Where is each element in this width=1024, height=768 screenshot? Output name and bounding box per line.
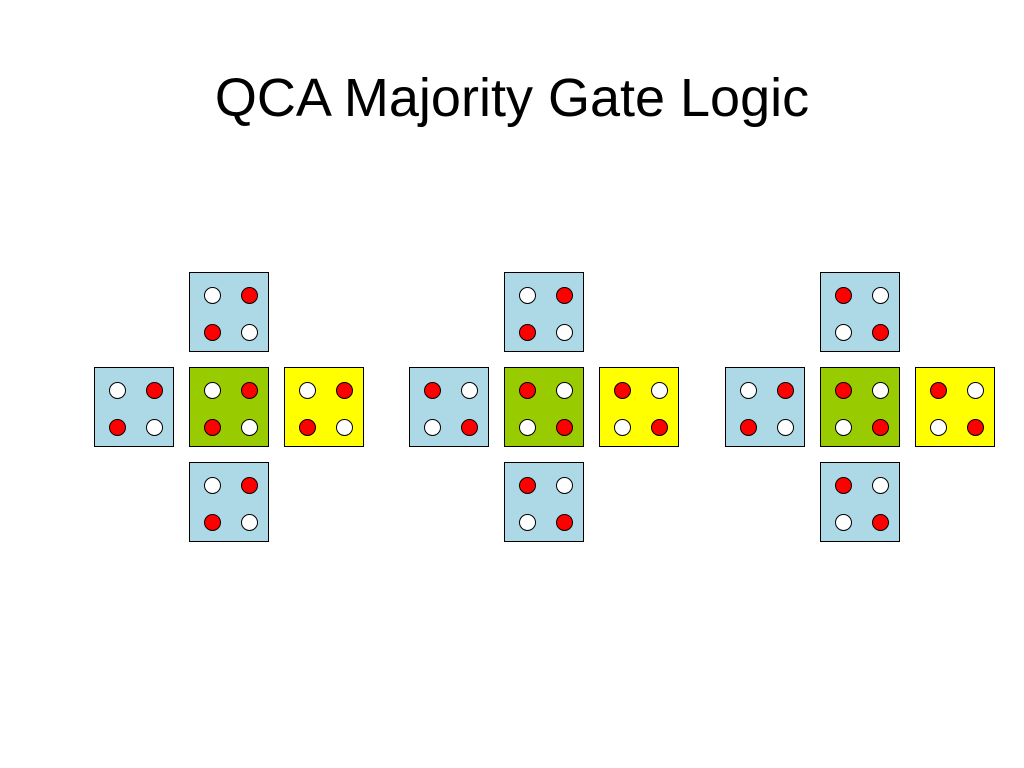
empty-dot — [835, 514, 852, 531]
empty-dot — [241, 419, 258, 436]
input-cell-bottom — [820, 462, 900, 542]
charged-dot — [872, 419, 889, 436]
charged-dot — [777, 382, 794, 399]
input-cell-top — [820, 272, 900, 352]
charged-dot — [930, 382, 947, 399]
empty-dot — [556, 477, 573, 494]
empty-dot — [556, 324, 573, 341]
charged-dot — [146, 382, 163, 399]
charged-dot — [835, 287, 852, 304]
charged-dot — [835, 382, 852, 399]
empty-dot — [461, 382, 478, 399]
charged-dot — [519, 382, 536, 399]
charged-dot — [204, 324, 221, 341]
empty-dot — [777, 419, 794, 436]
empty-dot — [740, 382, 757, 399]
empty-dot — [651, 382, 668, 399]
empty-dot — [519, 287, 536, 304]
empty-dot — [424, 419, 441, 436]
empty-dot — [872, 382, 889, 399]
device-cell — [820, 367, 900, 447]
output-cell — [284, 367, 364, 447]
empty-dot — [241, 324, 258, 341]
charged-dot — [461, 419, 478, 436]
charged-dot — [967, 419, 984, 436]
charged-dot — [651, 419, 668, 436]
empty-dot — [967, 382, 984, 399]
empty-dot — [241, 514, 258, 531]
input-cell-top — [189, 272, 269, 352]
empty-dot — [835, 419, 852, 436]
empty-dot — [614, 419, 631, 436]
charged-dot — [241, 477, 258, 494]
charged-dot — [336, 382, 353, 399]
empty-dot — [930, 419, 947, 436]
output-cell — [599, 367, 679, 447]
empty-dot — [204, 477, 221, 494]
device-cell — [189, 367, 269, 447]
charged-dot — [204, 419, 221, 436]
slide-title: QCA Majority Gate Logic — [214, 68, 810, 128]
charged-dot — [556, 287, 573, 304]
empty-dot — [299, 382, 316, 399]
majority-gate-2 — [409, 272, 683, 546]
charged-dot — [556, 419, 573, 436]
charged-dot — [241, 287, 258, 304]
charged-dot — [519, 324, 536, 341]
empty-dot — [519, 514, 536, 531]
device-cell — [504, 367, 584, 447]
majority-gate-3 — [725, 272, 999, 546]
input-cell-left — [94, 367, 174, 447]
charged-dot — [204, 514, 221, 531]
charged-dot — [519, 477, 536, 494]
input-cell-bottom — [504, 462, 584, 542]
output-cell — [915, 367, 995, 447]
empty-dot — [872, 477, 889, 494]
input-cell-top — [504, 272, 584, 352]
input-cell-bottom — [189, 462, 269, 542]
charged-dot — [835, 477, 852, 494]
empty-dot — [556, 382, 573, 399]
charged-dot — [299, 419, 316, 436]
charged-dot — [872, 324, 889, 341]
charged-dot — [241, 382, 258, 399]
empty-dot — [204, 287, 221, 304]
empty-dot — [204, 382, 221, 399]
majority-gate-1 — [94, 272, 368, 546]
charged-dot — [109, 419, 126, 436]
empty-dot — [109, 382, 126, 399]
input-cell-left — [725, 367, 805, 447]
charged-dot — [872, 514, 889, 531]
empty-dot — [872, 287, 889, 304]
charged-dot — [740, 419, 757, 436]
input-cell-left — [409, 367, 489, 447]
charged-dot — [556, 514, 573, 531]
empty-dot — [336, 419, 353, 436]
empty-dot — [519, 419, 536, 436]
charged-dot — [614, 382, 631, 399]
charged-dot — [424, 382, 441, 399]
empty-dot — [835, 324, 852, 341]
empty-dot — [146, 419, 163, 436]
